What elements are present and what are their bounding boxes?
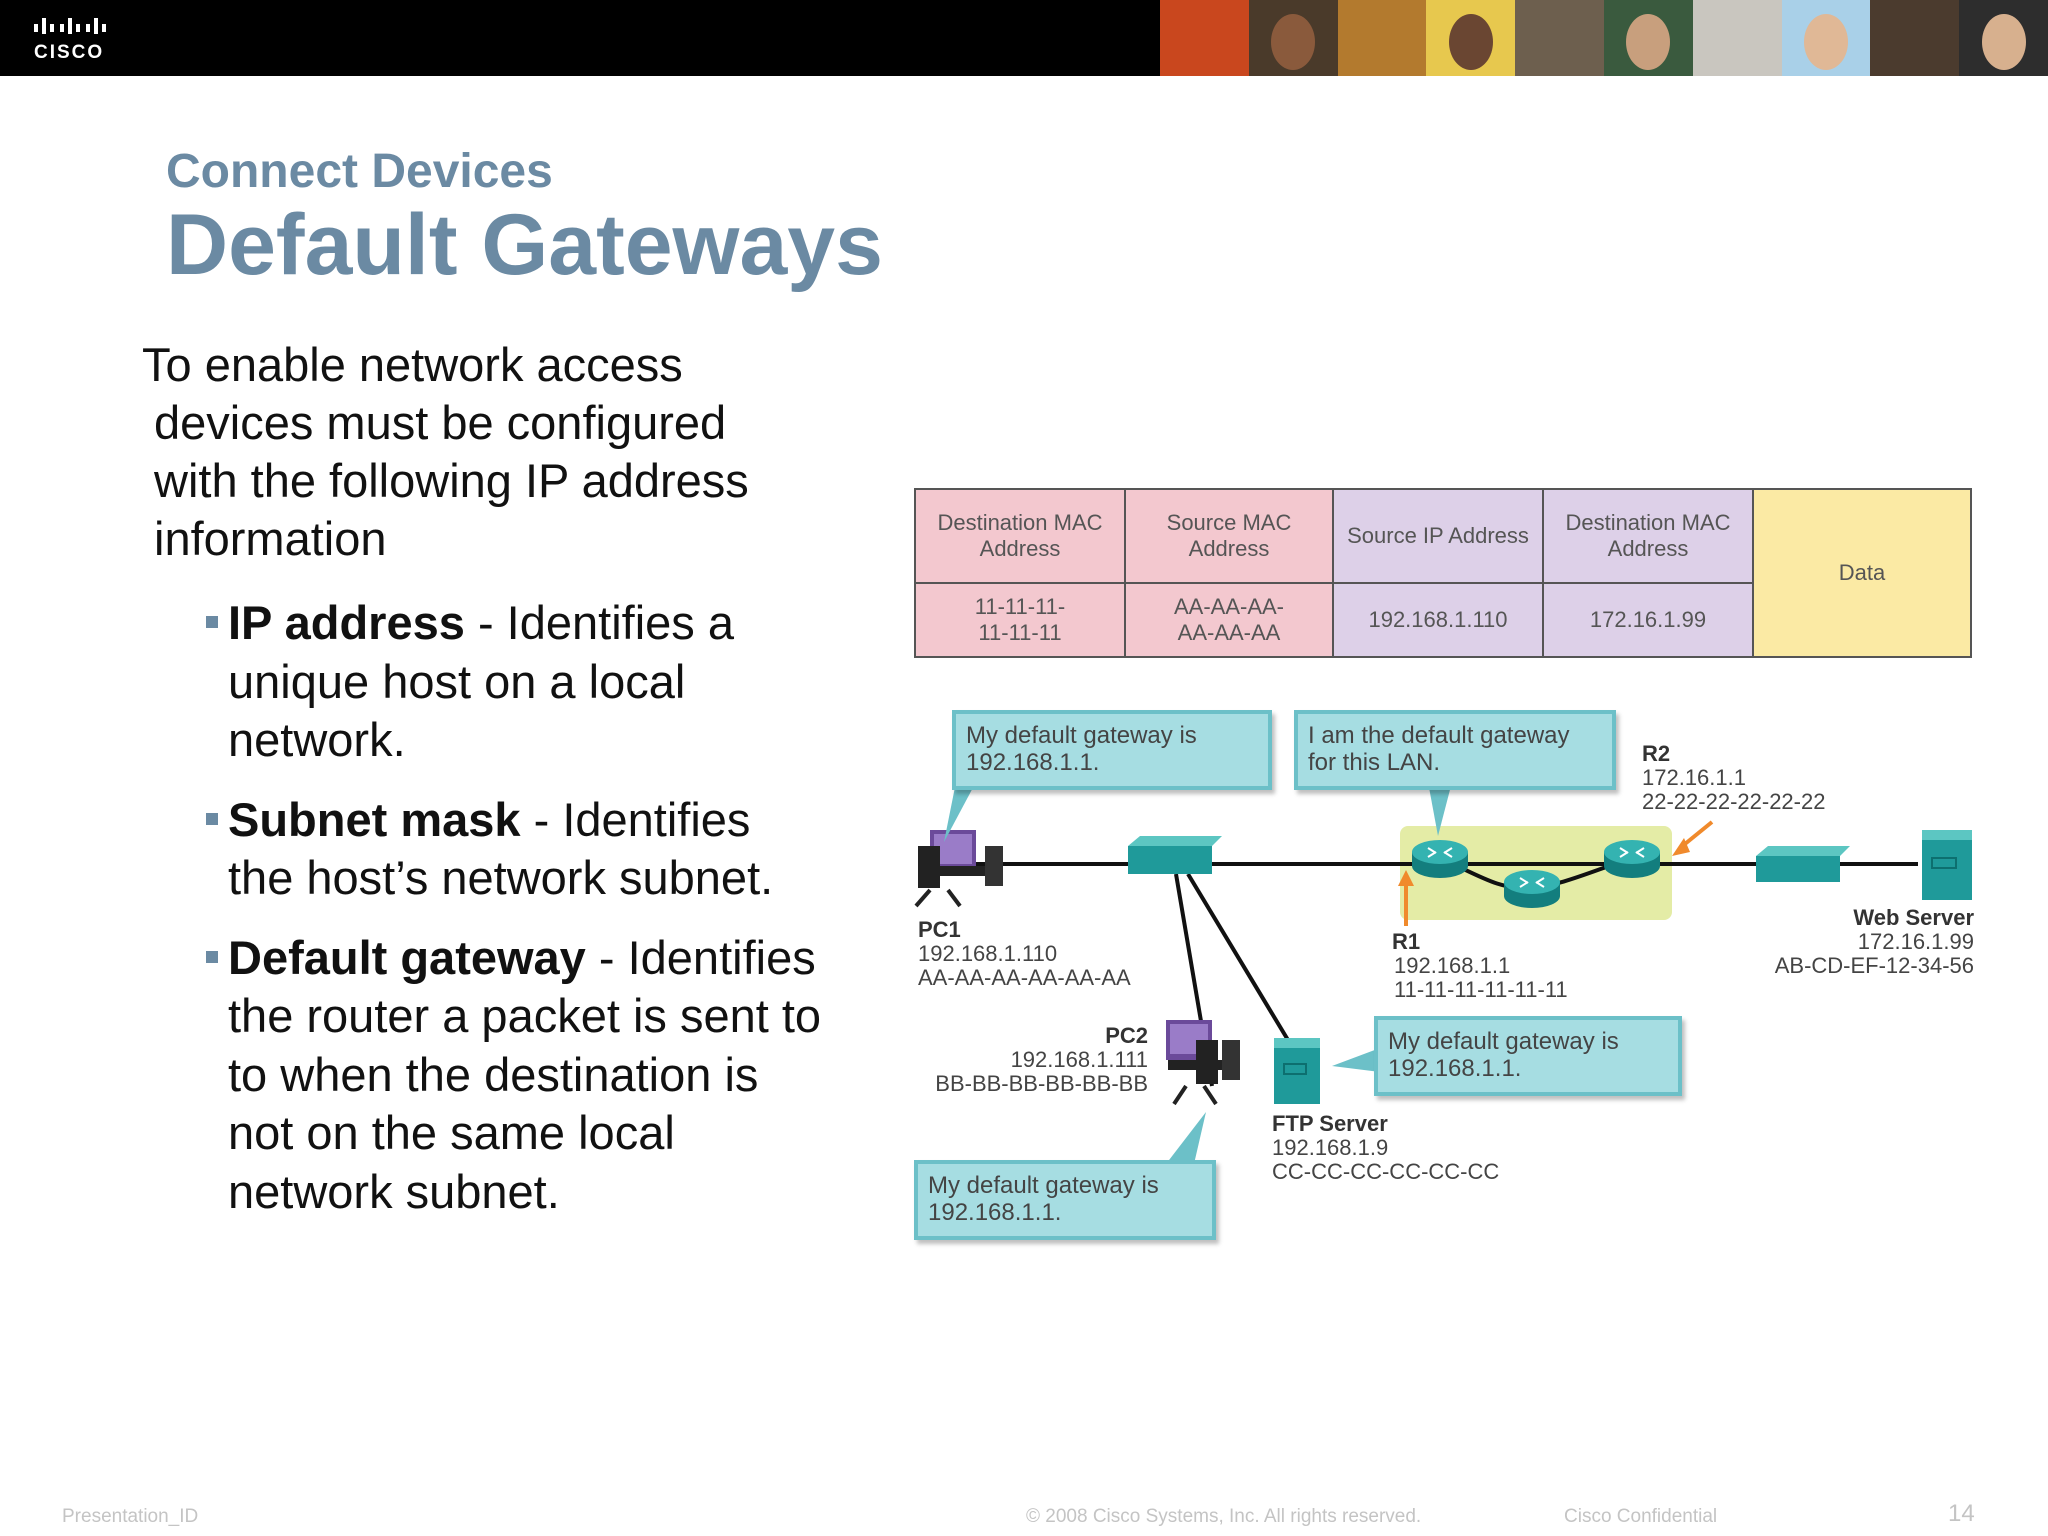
frame-value-dest-mac: 11-11-11- 11-11-11 (914, 582, 1126, 658)
device-mac: AA-AA-AA-AA-AA-AA (918, 965, 1131, 990)
header-photo (1870, 0, 1960, 76)
intro-paragraph: To enable network access devices must be… (142, 336, 822, 568)
header-photo (1603, 0, 1693, 76)
ftp-server-label: FTP Server 192.168.1.9 CC-CC-CC-CC-CC-CC (1272, 1112, 1499, 1184)
bullet-square-icon (206, 950, 218, 963)
router-r1-icon (1412, 840, 1468, 878)
pc1-label: PC1 192.168.1.110 AA-AA-AA-AA-AA-AA (918, 918, 1131, 990)
r1-label: R1 192.168.1.1 11-11-11-11-11-11 (1392, 930, 1568, 1002)
callout-pc2: My default gateway is 192.168.1.1. (914, 1160, 1216, 1240)
device-mac: AB-CD-EF-12-34-56 (1774, 953, 1974, 978)
device-name: Web Server (1853, 905, 1974, 930)
device-name: PC2 (1105, 1023, 1148, 1048)
pc1-icon (914, 830, 1003, 908)
footer-presentation-id: Presentation_ID (62, 1506, 199, 1527)
footer-copyright: © 2008 Cisco Systems, Inc. All rights re… (1026, 1506, 1422, 1527)
device-name: R2 (1642, 741, 1671, 766)
router-r2-icon (1604, 840, 1660, 878)
bullet-square-icon (206, 616, 218, 628)
photo-strip (1160, 0, 2048, 76)
bullet-text: - Identifies the router a packet is sent… (228, 930, 822, 1218)
switch-wan-icon (1756, 846, 1850, 882)
intro-line: information (154, 512, 387, 565)
header-photo (1248, 0, 1338, 76)
callout-pointer (1428, 782, 1452, 836)
device-ip: 172.16.1.1 (1642, 765, 1746, 790)
header-photo (1692, 0, 1782, 76)
device-mac: 11-11-11-11-11-11 (1394, 977, 1568, 1002)
intro-line: devices must be configured (154, 396, 727, 449)
arrow-r1-icon (1398, 870, 1414, 926)
person-face-icon (1271, 14, 1316, 70)
pc2-label: PC2 192.168.1.111 BB-BB-BB-BB-BB-BB (928, 1024, 1148, 1096)
bullet-subnet-mask: Subnet mask - Identifies the host’s netw… (204, 791, 824, 908)
callout-pointer (1332, 1048, 1380, 1072)
bullet-ip-address: IP address - Identifies a unique host on… (204, 594, 824, 770)
person-face-icon (1981, 14, 2026, 70)
ftp-server-icon (1274, 1038, 1320, 1104)
frame-value-src-ip: 192.168.1.110 (1332, 582, 1544, 658)
frame-data-cell: Data (1752, 488, 1972, 658)
cisco-logo[interactable]: CISCO (32, 14, 122, 63)
web-server-label: Web Server 172.16.1.99 AB-CD-EF-12-34-56 (1760, 906, 1974, 978)
router-mid-icon (1504, 870, 1560, 908)
frame-value-src-mac: AA-AA-AA- AA-AA-AA (1124, 582, 1334, 658)
callout-ftp: My default gateway is 192.168.1.1. (1374, 1016, 1682, 1096)
link-ftp (1186, 872, 1296, 1052)
device-name: PC1 (918, 917, 961, 942)
device-ip: 192.168.1.1 (1394, 953, 1511, 978)
person-face-icon (1626, 14, 1671, 70)
bullet-text: - Identifies the host’s network subnet. (228, 792, 774, 905)
web-server-icon (1922, 830, 1972, 900)
r2-label: R2 172.16.1.1 22-22-22-22-22-22 (1642, 742, 1825, 814)
bullet-term: Subnet mask (228, 792, 521, 846)
callout-pointer (1166, 1112, 1206, 1164)
pc2-icon (1166, 1020, 1240, 1106)
device-ip: 192.168.1.110 (918, 941, 1058, 966)
intro-line: To enable network access (142, 338, 683, 391)
frame-header-dest-mac: Destination MAC Address (914, 488, 1126, 584)
frame-header-src-ip: Source IP Address (1332, 488, 1544, 584)
bullet-term: IP address (228, 596, 465, 649)
header-photo (1160, 0, 1249, 76)
slide-title: Default Gateways (166, 197, 883, 293)
device-ip: 192.168.1.111 (1010, 1047, 1148, 1072)
device-name: FTP Server (1272, 1111, 1388, 1136)
bullet-text: - Identifies a unique host on a local ne… (228, 596, 734, 766)
device-mac: CC-CC-CC-CC-CC-CC (1272, 1159, 1500, 1184)
header-photo (1959, 0, 2048, 76)
callout-pc1: My default gateway is 192.168.1.1. (952, 710, 1272, 790)
frame-header-dest-ip: Destination MAC Address (1542, 488, 1754, 584)
header-photo (1781, 0, 1871, 76)
footer-confidential: Cisco Confidential (1564, 1506, 1718, 1527)
bullet-default-gateway: Default gateway - Identifies the router … (204, 929, 824, 1222)
person-face-icon (1448, 14, 1493, 70)
device-ip: 172.16.1.99 (1857, 929, 1974, 954)
header-photo (1426, 0, 1516, 76)
device-name: R1 (1392, 929, 1421, 954)
logo-text: CISCO (34, 42, 105, 63)
bullet-term: Default gateway (228, 930, 586, 984)
device-mac: 22-22-22-22-22-22 (1642, 789, 1826, 814)
person-face-icon (1803, 14, 1848, 70)
frame-header-src-mac: Source MAC Address (1124, 488, 1334, 584)
callout-r1: I am the default gateway for this LAN. (1294, 710, 1616, 790)
cisco-bars-icon (34, 18, 106, 34)
frame-value-dest-ip: 172.16.1.99 (1542, 582, 1754, 658)
switch-lan-icon (1128, 836, 1222, 874)
device-ip: 192.168.1.9 (1272, 1135, 1389, 1160)
bullet-list: IP address - Identifies a unique host on… (204, 594, 824, 1242)
intro-line: with the following IP address (154, 454, 749, 507)
device-mac: BB-BB-BB-BB-BB-BB (935, 1071, 1148, 1096)
callout-pointer (944, 782, 976, 842)
page-number: 14 (1948, 1500, 1975, 1527)
arrow-r2-icon (1672, 820, 1714, 856)
section-subtitle: Connect Devices (166, 145, 553, 198)
header-photo (1337, 0, 1427, 76)
bullet-square-icon (206, 812, 218, 825)
header-bar: CISCO (0, 0, 2048, 76)
header-photo (1515, 0, 1604, 76)
